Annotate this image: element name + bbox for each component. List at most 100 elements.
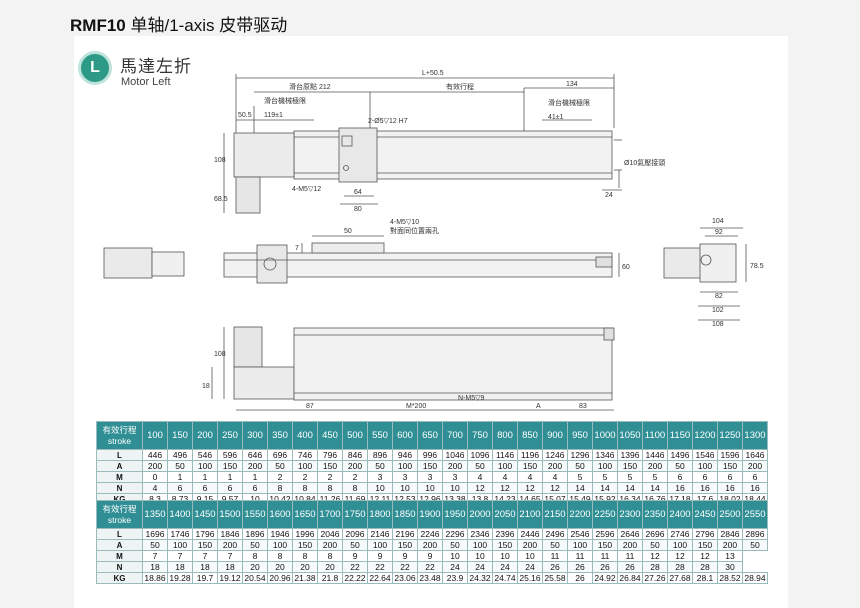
- spec-cell: 50: [142, 539, 168, 551]
- dim-m5a: 4-M5▽12: [292, 186, 321, 193]
- spec-cell: 2246: [417, 528, 443, 540]
- dim-stroke-label: 有效行程: [446, 82, 474, 91]
- spec-cell: 21.8: [317, 572, 343, 584]
- stroke-value: 1600: [267, 500, 293, 529]
- spec-cell: 150: [417, 460, 443, 472]
- dim-24: 24: [605, 192, 613, 199]
- stroke-value: 750: [467, 421, 493, 450]
- dim-134: 134: [566, 81, 578, 88]
- stroke-value: 250: [217, 421, 243, 450]
- stroke-value: 1950: [442, 500, 468, 529]
- row-label: N: [96, 561, 143, 573]
- stroke-value: 150: [167, 421, 193, 450]
- spec-cell: 6: [667, 471, 693, 483]
- spec-cell: 3: [367, 471, 393, 483]
- stroke-value: 1850: [392, 500, 418, 529]
- spec-cell: 19.7: [192, 572, 218, 584]
- row-label: N: [96, 482, 143, 494]
- stroke-value: 2100: [517, 500, 543, 529]
- spec-cell: 2446: [517, 528, 543, 540]
- spec-cell: 200: [342, 460, 368, 472]
- spec-cell: 22.64: [367, 572, 393, 584]
- spec-cell: 28.52: [717, 572, 743, 584]
- bottom-view: [211, 326, 615, 411]
- spec-cell: 1796: [192, 528, 218, 540]
- spec-cell: 150: [392, 539, 418, 551]
- dim-82: 82: [715, 293, 723, 300]
- spec-cell: 24: [442, 561, 468, 573]
- spec-cell: 8: [317, 550, 343, 562]
- spec-cell: 5: [642, 471, 668, 483]
- spec-cell: 1896: [242, 528, 268, 540]
- spec-cell: 2: [267, 471, 293, 483]
- spec-cell: 3: [417, 471, 443, 483]
- spec-cell: 12: [542, 482, 568, 494]
- spec-cell: 200: [742, 460, 768, 472]
- spec-cell: 200: [717, 539, 743, 551]
- spec-cell: 18: [192, 561, 218, 573]
- spec-cell: 8: [342, 482, 368, 494]
- spec-cell: 6: [217, 482, 243, 494]
- spec-cell: 2546: [567, 528, 593, 540]
- spec-cell: 26.84: [617, 572, 643, 584]
- dim-hole: 2-Ø5▽12 H7: [368, 118, 408, 125]
- spec-cell: 150: [492, 539, 518, 551]
- spec-cell: 150: [517, 460, 543, 472]
- spec-cell: 4: [492, 471, 518, 483]
- model-name: RMF10: [70, 16, 126, 35]
- spec-cell: 100: [667, 539, 693, 551]
- spec-cell: 10: [467, 550, 493, 562]
- spec-cell: 10: [517, 550, 543, 562]
- spec-cell: 5: [617, 471, 643, 483]
- spec-cell: 200: [442, 460, 468, 472]
- spec-cell: 200: [142, 460, 168, 472]
- spec-cell: 12: [667, 550, 693, 562]
- spec-cell: 18: [217, 561, 243, 573]
- spec-cell: 1046: [442, 449, 468, 461]
- spec-cell: 1: [217, 471, 243, 483]
- spec-cell: 2: [342, 471, 368, 483]
- spec-cell: 25.16: [517, 572, 543, 584]
- spec-cell: 100: [192, 460, 218, 472]
- row-label: M: [96, 471, 143, 483]
- stroke-value: 800: [492, 421, 518, 450]
- dim-a: A: [536, 403, 541, 410]
- spec-cell: 9: [417, 550, 443, 562]
- spec-cell: 20: [242, 561, 268, 573]
- stroke-value: 400: [292, 421, 318, 450]
- spec-cell: 1496: [667, 449, 693, 461]
- spec-cell: 2696: [642, 528, 668, 540]
- dim-83: 83: [579, 403, 587, 410]
- spec-cell: 150: [217, 460, 243, 472]
- spec-cell: 2: [292, 471, 318, 483]
- spec-cell: 1646: [742, 449, 768, 461]
- dim-108a: 108: [214, 157, 226, 164]
- spec-cell: 5: [592, 471, 618, 483]
- stroke-value: 600: [392, 421, 418, 450]
- side-view: [103, 227, 747, 321]
- spec-cell: 26: [542, 561, 568, 573]
- spec-cell: 4: [517, 471, 543, 483]
- spec-cell: 22: [342, 561, 368, 573]
- spec-cell: 2746: [667, 528, 693, 540]
- spec-cell: 150: [617, 460, 643, 472]
- spec-cell: 150: [292, 539, 318, 551]
- spec-cell: 8: [267, 482, 293, 494]
- spec-cell: 50: [442, 539, 468, 551]
- spec-cell: 2046: [317, 528, 343, 540]
- spec-cell: 200: [417, 539, 443, 551]
- spec-cell: 50: [742, 539, 768, 551]
- dim-119: 119±1: [264, 112, 283, 119]
- spec-cell: 24: [492, 561, 518, 573]
- spec-cell: 100: [167, 539, 193, 551]
- spec-cell: 10: [442, 550, 468, 562]
- spec-cell: 10: [367, 482, 393, 494]
- spec-cell: 25.58: [542, 572, 568, 584]
- row-label: A: [96, 460, 143, 472]
